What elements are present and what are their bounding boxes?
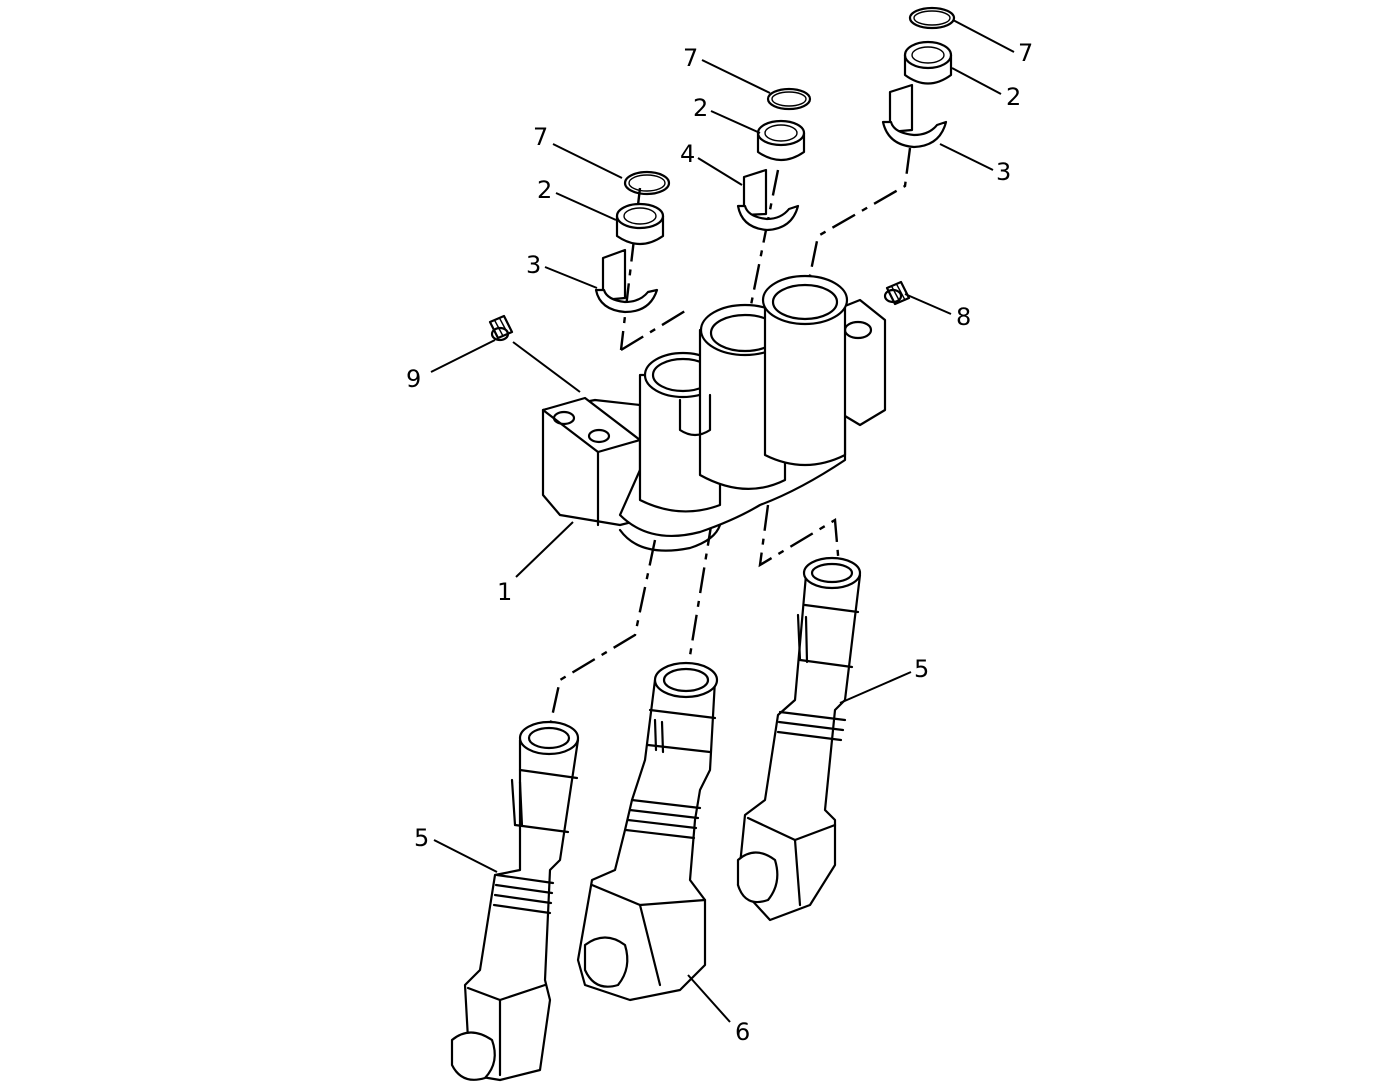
callout-6: 6 xyxy=(735,1018,750,1046)
set-screw-part-9 xyxy=(488,314,514,342)
callout-8: 8 xyxy=(956,303,971,331)
plunger-left-part-5 xyxy=(450,720,580,1082)
callout-7-middle: 7 xyxy=(683,44,698,72)
seal-ring-right xyxy=(908,6,956,30)
callout-1: 1 xyxy=(497,578,512,606)
plunger-right-part-5 xyxy=(736,556,862,922)
retainer-right xyxy=(881,83,948,149)
callout-3-right: 3 xyxy=(996,158,1011,186)
retainer-left xyxy=(594,248,659,314)
valve-body-part-1 xyxy=(541,274,887,552)
seal-ring-middle xyxy=(766,87,812,111)
callout-9: 9 xyxy=(406,365,421,393)
sleeve-right xyxy=(903,40,953,85)
callout-3-left: 3 xyxy=(526,251,541,279)
callout-7-left: 7 xyxy=(533,123,548,151)
callout-7-right: 7 xyxy=(1018,39,1033,67)
sleeve-left xyxy=(615,202,665,246)
set-screw-part-8 xyxy=(883,280,911,306)
callout-2-left: 2 xyxy=(537,176,552,204)
plunger-middle-part-6 xyxy=(576,661,719,1002)
leader-lines xyxy=(430,19,1015,1023)
callout-4-middle: 4 xyxy=(680,140,695,168)
callout-2-middle: 2 xyxy=(693,94,708,122)
assembly-centerlines xyxy=(546,147,912,736)
retainer-middle xyxy=(736,168,800,232)
callout-5-right: 5 xyxy=(914,655,929,683)
sleeve-middle xyxy=(756,119,806,162)
seal-ring-left xyxy=(623,170,671,196)
callout-5-left: 5 xyxy=(414,824,429,852)
callout-labels: 7 2 3 7 2 4 7 2 3 8 9 1 5 5 6 xyxy=(406,39,1033,1046)
callout-2-right: 2 xyxy=(1006,83,1021,111)
